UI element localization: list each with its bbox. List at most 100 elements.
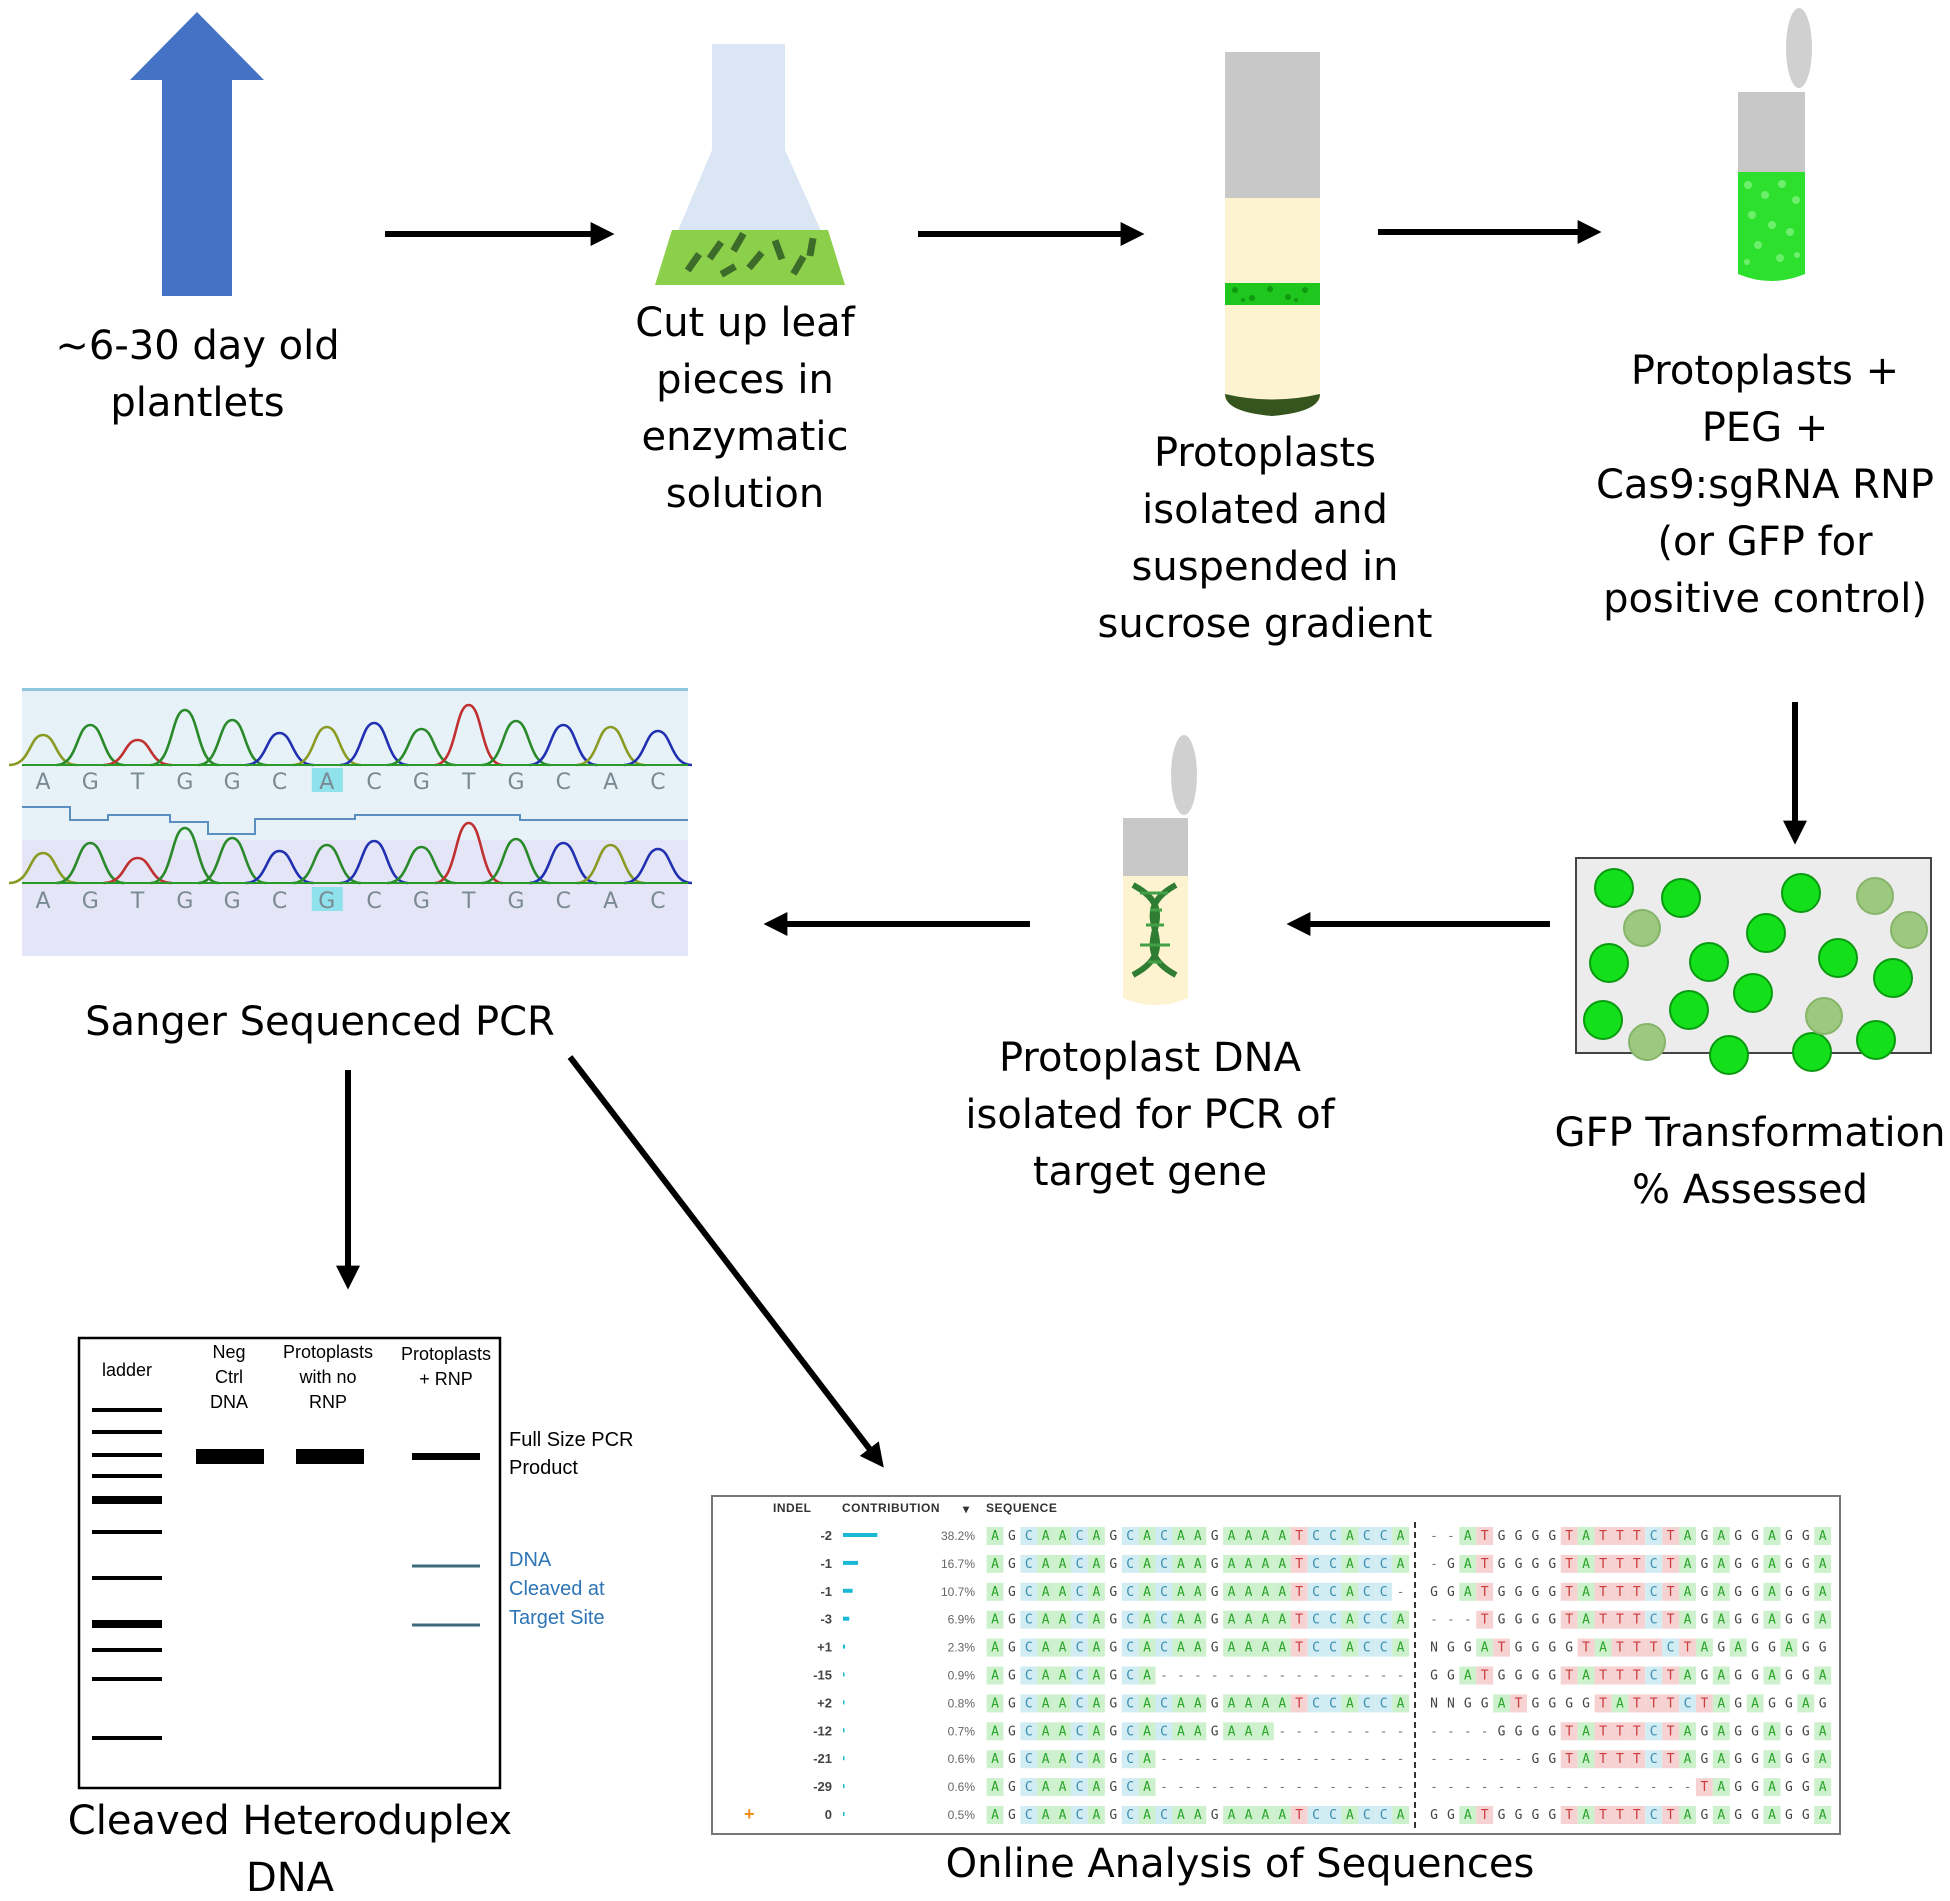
base-letter: A — [1397, 1641, 1405, 1656]
base-letter: A — [1042, 1585, 1050, 1600]
base-letter: G — [1211, 1585, 1219, 1600]
base-letter: - — [1397, 1752, 1405, 1767]
base-letter: A — [1346, 1641, 1354, 1656]
base-letter: A — [1261, 1641, 1269, 1656]
base-letter: G — [1211, 1724, 1219, 1739]
base-cell — [1307, 1694, 1325, 1713]
base-letter: C — [1076, 1669, 1084, 1684]
base-letter: A — [1261, 1529, 1269, 1544]
base-letter: C — [1380, 1529, 1388, 1544]
base-letter: T — [1700, 1780, 1708, 1795]
base-letter: A — [1684, 1557, 1692, 1572]
base-letter: A — [1228, 1585, 1236, 1600]
base-cell — [1138, 1554, 1156, 1573]
base-letter: A — [1245, 1696, 1253, 1711]
base-letter: C — [1380, 1696, 1388, 1711]
base-letter: T — [1599, 1752, 1607, 1767]
caption-protoplasts-isolated-line-0: Protoplasts — [1154, 430, 1376, 476]
base-cell — [1712, 1666, 1730, 1685]
reference-base: G — [176, 770, 193, 795]
caption-heteroduplex-line-0: Cleaved Heteroduplex — [67, 1798, 513, 1844]
base-cell — [1071, 1554, 1088, 1573]
base-letter: G — [1802, 1808, 1810, 1823]
base-letter: - — [1397, 1724, 1405, 1739]
base-cell — [1358, 1527, 1376, 1545]
base-letter: A — [1802, 1696, 1810, 1711]
base-cell — [986, 1750, 1004, 1769]
base-cell — [1392, 1554, 1410, 1573]
base-letter: G — [1700, 1669, 1708, 1684]
base-cell — [1020, 1527, 1038, 1545]
base-cell — [1392, 1694, 1410, 1713]
base-cell — [1358, 1582, 1376, 1601]
base-letter: C — [1025, 1557, 1033, 1572]
base-letter: A — [1092, 1696, 1100, 1711]
tube-icon — [1738, 8, 1812, 281]
base-letter: A — [1785, 1641, 1793, 1656]
base-cell — [1155, 1694, 1173, 1713]
base-cell — [1172, 1610, 1190, 1629]
base-letter: C — [1126, 1696, 1134, 1711]
base-cell — [1290, 1638, 1308, 1657]
base-letter: C — [1380, 1641, 1388, 1656]
base-cell — [1341, 1610, 1359, 1629]
base-cell — [1071, 1806, 1088, 1824]
base-letter: A — [1042, 1724, 1050, 1739]
base-letter: A — [991, 1641, 999, 1656]
base-letter: C — [1160, 1557, 1168, 1572]
base-letter: G — [1734, 1613, 1742, 1628]
base-letter: C — [1025, 1808, 1033, 1823]
base-letter: - — [1160, 1669, 1168, 1684]
base-cell — [1223, 1638, 1241, 1657]
base-letter: G — [1515, 1557, 1523, 1572]
base-cell — [1037, 1694, 1055, 1713]
base-cell — [1054, 1778, 1072, 1797]
base-letter: T — [1667, 1696, 1675, 1711]
sample-base: T — [130, 889, 145, 914]
base-letter: G — [1565, 1641, 1573, 1656]
base-cell — [1594, 1750, 1612, 1769]
base-cell — [1071, 1750, 1088, 1769]
sample-peak — [339, 839, 409, 885]
base-letter: T — [1616, 1585, 1624, 1600]
base-cell — [986, 1722, 1004, 1741]
base-letter: C — [1329, 1641, 1337, 1656]
base-letter: T — [1599, 1585, 1607, 1600]
base-cell — [1138, 1806, 1156, 1824]
base-cell — [1037, 1582, 1055, 1601]
base-letter: T — [1565, 1585, 1573, 1600]
reference-peak — [623, 729, 693, 767]
base-cell — [1223, 1527, 1241, 1545]
base-letter: C — [1312, 1641, 1320, 1656]
base-cell — [1611, 1806, 1629, 1824]
base-letter: - — [1245, 1669, 1253, 1684]
base-cell — [1375, 1582, 1393, 1601]
reference-base: C — [366, 770, 381, 795]
base-letter: A — [1819, 1557, 1827, 1572]
base-letter: T — [1633, 1585, 1641, 1600]
sample-base: A — [603, 889, 618, 914]
base-letter: A — [1092, 1780, 1100, 1795]
base-letter: G — [1008, 1585, 1016, 1600]
base-letter: G — [1008, 1780, 1016, 1795]
caption-sanger-line-0: Sanger Sequenced PCR — [85, 999, 555, 1045]
base-cell — [1763, 1610, 1781, 1629]
sort-icon: ▾ — [962, 1502, 970, 1516]
base-cell — [1155, 1582, 1173, 1601]
caption-plantlets-line-1: plantlets — [110, 380, 285, 426]
base-cell — [1476, 1582, 1494, 1601]
base-cell — [1459, 1554, 1477, 1573]
base-cell — [1138, 1582, 1156, 1601]
base-letter: C — [1667, 1641, 1675, 1656]
base-cell — [1577, 1638, 1595, 1657]
base-letter: C — [1329, 1808, 1337, 1823]
base-letter: A — [1092, 1529, 1100, 1544]
indel-value: -21 — [813, 1751, 832, 1766]
base-letter: C — [1076, 1752, 1084, 1767]
base-letter: G — [1700, 1613, 1708, 1628]
base-cell — [1476, 1527, 1494, 1545]
base-letter: A — [1278, 1585, 1286, 1600]
base-letter: - — [1194, 1752, 1202, 1767]
